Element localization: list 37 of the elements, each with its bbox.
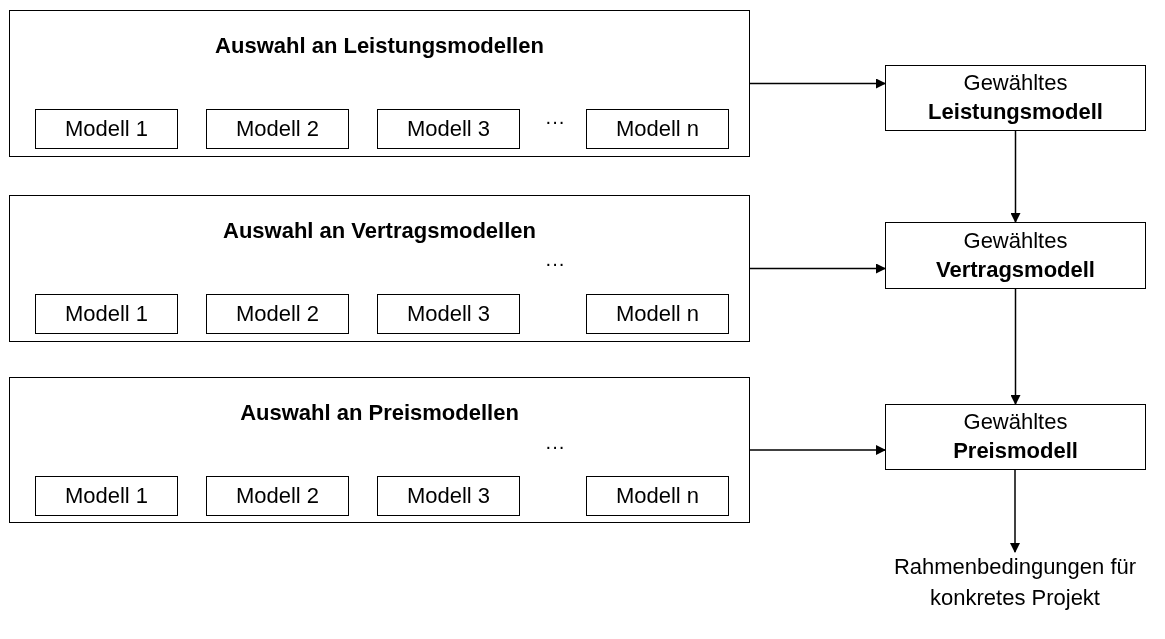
result-box [885,404,1146,470]
model-box: Modell 3 [377,109,520,149]
ellipsis: ··· [545,110,565,133]
model-box: Modell 3 [377,476,520,516]
result-box [885,222,1146,289]
model-box: Modell 2 [206,294,349,334]
arrow [749,445,886,455]
model-box: Modell 1 [35,294,178,334]
result-caption: Gewähltes [963,408,1068,437]
result-caption: Gewähltes [963,69,1068,98]
model-box: Modell n [586,476,729,516]
group-title: Auswahl an Preismodellen [239,400,520,426]
model-box: Modell 1 [35,476,178,516]
ellipsis: ··· [545,435,565,458]
model-name: Preismodell [953,437,1078,465]
arrow [1010,288,1021,405]
model-box: Modell 1 [35,109,178,149]
ellipsis: ··· [545,252,565,275]
group-title: Auswahl an Leistungsmodellen [214,33,545,59]
group-box [9,377,750,523]
arrow [1010,130,1021,223]
group-title: Auswahl an Vertragsmodellen [222,218,537,244]
arrow [749,263,886,274]
result-text: Rahmenbedingungen für konkretes Projekt [866,552,1164,614]
model-name: Leistungsmodell [928,98,1103,126]
group-box [9,10,750,157]
arrow [1010,469,1020,553]
model-box: Modell 2 [206,109,349,149]
model-box: Modell 3 [377,294,520,334]
model-box: Modell n [586,109,729,149]
arrow [749,78,886,89]
result-box [885,65,1146,131]
result-caption: Gewähltes [963,226,1068,255]
model-box: Modell n [586,294,729,334]
model-name: Vertragsmodell [936,255,1095,284]
model-box: Modell 2 [206,476,349,516]
group-box [9,195,750,342]
